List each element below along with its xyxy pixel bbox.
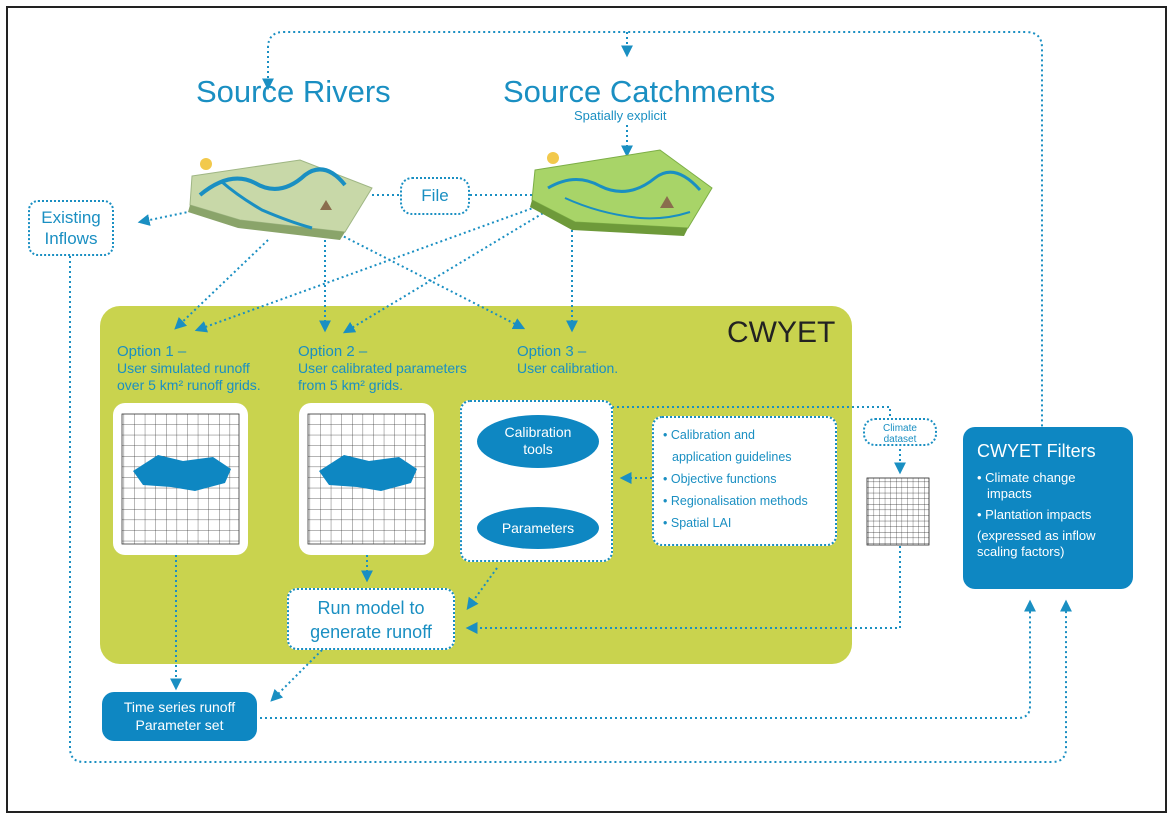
option2-line3: from 5 km² grids.	[298, 377, 404, 393]
link-calib-climate	[612, 406, 891, 420]
calibration-tools-oval: Calibration tools	[477, 415, 599, 468]
parameters-oval: Parameters	[477, 507, 599, 549]
option1-line3: over 5 km² runoff grids.	[117, 377, 261, 393]
guidelines-box: Calibration and application guidelines O…	[652, 416, 837, 546]
runoff-grid-1	[121, 413, 240, 545]
run-model-box: Run model to generate runoff	[287, 588, 455, 650]
file-label: File	[421, 186, 449, 205]
climate-dataset-line1: Climate	[883, 423, 917, 434]
catchment-map-image	[530, 149, 713, 236]
climate-dataset-line2: dataset	[883, 434, 917, 445]
option3-line2: User calibration.	[517, 360, 619, 376]
loop-top	[262, 31, 1043, 428]
cwyet-label: CWYET	[727, 316, 836, 349]
spatially-explicit-label: Spatially explicit	[574, 108, 667, 123]
run-model-line2: generate runoff	[310, 622, 432, 642]
guideline-item-cont: application guidelines	[672, 450, 792, 464]
run-model-line1: Run model to	[317, 598, 425, 618]
runoff-grid-card-2	[299, 403, 434, 555]
filter-item: Climate change impacts	[977, 470, 1123, 502]
option2-line2: User calibrated parameters	[298, 360, 467, 376]
filters-title: CWYET Filters	[977, 441, 1096, 461]
cwyet-filters-box: CWYET Filters Climate change impacts Pla…	[963, 427, 1133, 589]
calibration-tools-line1: Calibration	[504, 424, 572, 440]
climate-dataset-box: Climate dataset	[863, 418, 937, 446]
option1-line2: User simulated runoff	[117, 360, 250, 376]
timeseries-line2: Parameter set	[135, 717, 224, 733]
option2-title: Option 2 –	[298, 343, 368, 360]
arrow-river-opt3	[334, 231, 526, 330]
option2-text: Option 2 – User calibrated parameters fr…	[298, 343, 467, 394]
guideline-item: Spatial LAI	[663, 512, 835, 534]
option1-text: Option 1 – User simulated runoff over 5 …	[117, 343, 261, 394]
file-box: File	[400, 177, 470, 215]
runoff-grid-card-1	[113, 403, 248, 555]
filters-note: (expressed as inflow scaling factors)	[977, 528, 1096, 559]
arrow-params-run	[466, 567, 498, 610]
arrow-catch-opt2	[342, 202, 561, 334]
parameters-label: Parameters	[501, 520, 575, 536]
calibration-tools-line2: tools	[523, 441, 553, 457]
runoff-grid-2	[307, 413, 426, 545]
arrow-run-ts	[270, 649, 323, 702]
option3-text: Option 3 – User calibration.	[517, 343, 618, 377]
timeseries-box: Time series runoff Parameter set	[102, 692, 257, 741]
filter-item: Plantation impacts	[977, 507, 1123, 523]
arrow-climate-run	[465, 546, 901, 634]
arrow-catch-opt1	[194, 199, 556, 333]
source-catchments-title: Source Catchments	[503, 74, 776, 109]
guideline-item: Objective functions	[663, 468, 835, 490]
existing-inflows-box: Existing Inflows	[28, 200, 114, 256]
option1-title: Option 1 –	[117, 343, 187, 360]
guideline-item: Regionalisation methods	[663, 490, 835, 512]
guideline-item: Calibration and	[663, 424, 835, 446]
source-rivers-title: Source Rivers	[196, 74, 391, 109]
timeseries-line1: Time series runoff	[123, 699, 236, 715]
arrow-river-opt1	[174, 239, 269, 330]
river-map-image	[188, 158, 373, 240]
option3-title: Option 3 –	[517, 343, 587, 360]
existing-inflows-line2: Inflows	[44, 229, 98, 248]
existing-inflows-line1: Existing	[41, 208, 101, 227]
